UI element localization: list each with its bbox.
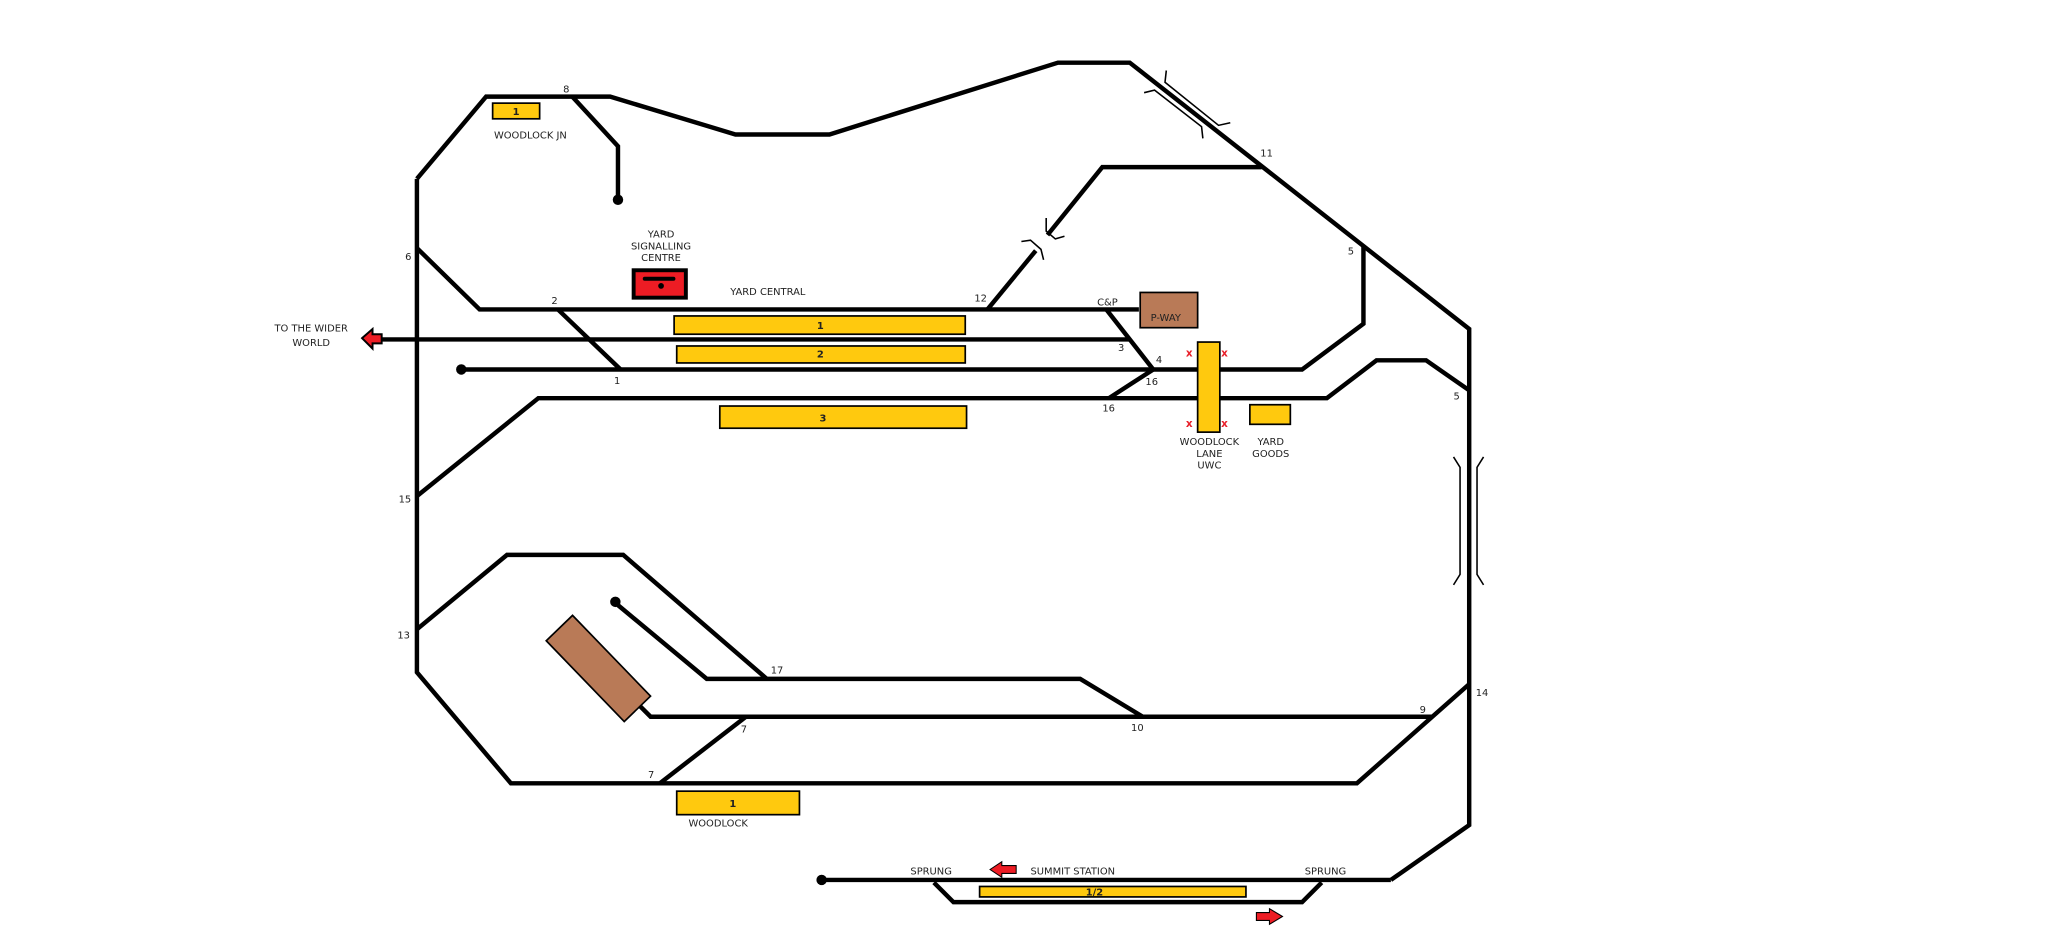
pway-label: P-WAY	[1151, 313, 1182, 324]
bridge-icon	[1452, 456, 1461, 586]
uwc-label: LANE	[1196, 449, 1222, 460]
point-number: 16	[1145, 377, 1158, 388]
cp-label: C&P	[1097, 298, 1118, 309]
buffer-stop	[610, 596, 621, 608]
platform-number: 1	[729, 799, 736, 810]
point-number: 8	[563, 85, 569, 96]
point-number: 3	[1118, 343, 1124, 354]
point-number: 11	[1260, 149, 1273, 160]
point-number: 9	[1420, 705, 1426, 716]
yard-central-label: YARD CENTRAL	[729, 287, 806, 298]
signal-icon	[1143, 89, 1204, 139]
point-numbers: 8 6 2 1 12 11 5 5 3 4 16 16 15 13 17 7 7…	[397, 85, 1488, 781]
uwc-label: UWC	[1197, 461, 1221, 472]
summit-loop	[932, 880, 1324, 905]
signalling-centre-label: SIGNALLING	[631, 241, 691, 252]
platform-woodlock-jn	[491, 102, 541, 120]
platform-number: 1/2	[1086, 888, 1104, 899]
crossing-mark: x	[1186, 418, 1193, 430]
point-number: 16	[1102, 403, 1115, 414]
platform-number: 2	[817, 350, 824, 361]
signal-icon	[1164, 70, 1231, 127]
platform-yard-2	[675, 345, 967, 364]
shed-building	[545, 614, 652, 723]
yard-goods-box	[1249, 403, 1292, 426]
road-9	[630, 696, 1433, 719]
crossover-cp-4	[1104, 308, 1155, 371]
siding-17	[612, 600, 1144, 719]
main-loop-west	[414, 178, 1471, 786]
platform-summit	[978, 885, 1247, 898]
signal-icon	[1045, 218, 1065, 240]
main-loop-north	[415, 60, 1472, 882]
labels: WOODLOCK JN YARD SIGNALLING CENTRE YARD …	[273, 130, 1346, 877]
road-3-line	[415, 358, 1471, 498]
point-number: 5	[1454, 391, 1460, 402]
sprung-label: SPRUNG	[1305, 867, 1346, 878]
summit-station-label: SUMMIT STATION	[1031, 867, 1116, 878]
platform-yard-3	[718, 405, 968, 430]
wider-world-label: TO THE WIDER	[273, 324, 348, 335]
crossover-16	[1107, 367, 1155, 401]
arrow-left-icon	[360, 326, 383, 351]
platform-number: 1	[817, 321, 824, 332]
sprung-label: SPRUNG	[910, 867, 951, 878]
branch-12	[985, 249, 1038, 311]
point-number: 7	[741, 724, 747, 735]
point-number: 13	[397, 630, 410, 641]
point-number: 10	[1131, 723, 1144, 734]
buffer-stop	[456, 364, 467, 375]
signalling-centre-label: YARD	[647, 230, 675, 241]
yard-goods-label: GOODS	[1252, 449, 1289, 460]
crossing-mark: x	[1221, 347, 1228, 359]
woodlock-jn-label: WOODLOCK JN	[494, 130, 567, 141]
signalling-centre-label: CENTRE	[641, 253, 681, 264]
bridge-icon	[1476, 456, 1485, 586]
woodlock-lane-uwc-crossing	[1196, 341, 1221, 433]
platform-woodlock	[675, 790, 801, 816]
point-number: 7	[648, 770, 654, 781]
crossing-mark: x	[1186, 347, 1193, 359]
point-number: 2	[551, 296, 557, 307]
point-number: 5	[1348, 247, 1354, 258]
platform-number: 3	[819, 414, 826, 425]
signal-icon	[1021, 239, 1045, 260]
buffer-stop	[612, 194, 624, 205]
signal-box-icon	[631, 268, 688, 300]
point-number: 17	[771, 666, 784, 677]
arrow-left-icon	[989, 860, 1017, 879]
road-1-line	[460, 245, 1366, 372]
pway-building	[1139, 291, 1199, 329]
tracks	[379, 60, 1472, 905]
signal-marks	[1021, 70, 1485, 586]
arrow-right-icon	[1255, 907, 1284, 926]
uwc-label: WOODLOCK	[1180, 437, 1240, 448]
point-number: 14	[1476, 688, 1489, 699]
platform-number: 1	[513, 107, 520, 118]
branch-12-upper	[1045, 164, 1262, 237]
point-number: 1	[614, 376, 620, 387]
platform-yard-1	[673, 315, 967, 336]
woodlock-loop-upper	[415, 552, 769, 681]
point-number: 4	[1156, 355, 1162, 366]
point-number: 6	[405, 252, 411, 263]
buffer-stop	[816, 874, 827, 886]
platforms: 1 1 2 3 1 1/2	[491, 102, 1292, 899]
crossing-mark: x	[1221, 418, 1228, 430]
woodlock-label: WOODLOCK	[688, 818, 748, 829]
wider-world-label: WORLD	[292, 338, 330, 349]
yard-goods-label: YARD	[1256, 437, 1284, 448]
crossover-7	[658, 714, 748, 786]
point-number: 12	[974, 294, 987, 305]
yard-central-road	[415, 246, 1139, 312]
siding-8	[570, 95, 621, 200]
point-number: 15	[399, 495, 412, 506]
